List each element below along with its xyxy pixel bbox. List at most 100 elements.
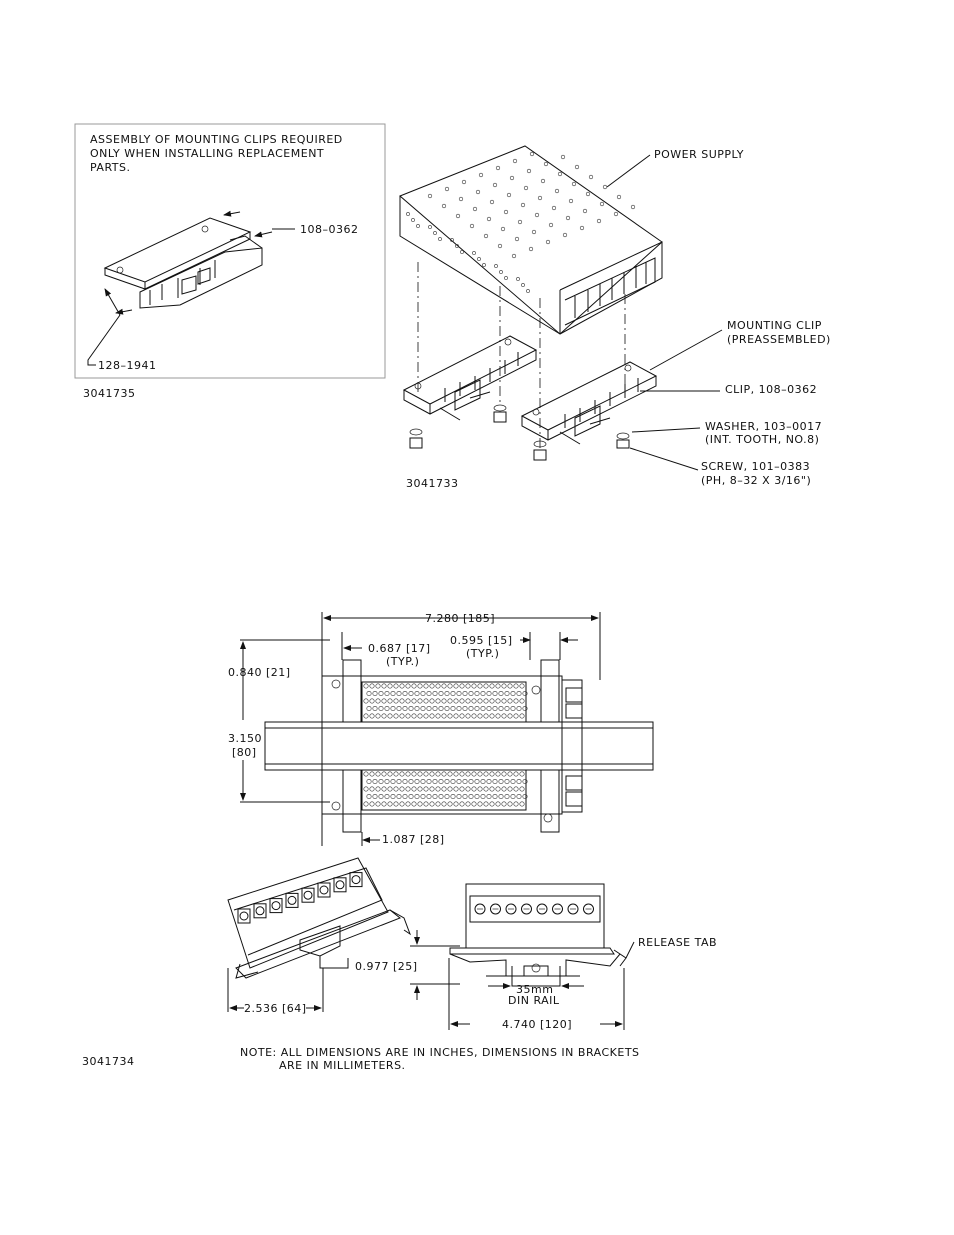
vent-hole — [459, 698, 465, 704]
screw-spec: (PH, 8–32 X 3/16") — [701, 474, 811, 487]
bottom-drawing-number: 3041734 — [82, 1055, 135, 1068]
vent-hole — [420, 690, 426, 696]
vent-hole — [471, 786, 477, 792]
vent-hole — [529, 151, 535, 157]
terminal-screw — [287, 895, 297, 905]
vent-hole — [441, 683, 447, 689]
vent-hole — [522, 778, 528, 784]
vent-hole — [381, 771, 387, 777]
vent-hole — [369, 698, 375, 704]
vent-hole — [427, 193, 433, 199]
vent-hole — [483, 698, 489, 704]
vent-hole — [477, 683, 483, 689]
vent-hole — [519, 771, 525, 777]
vent-hole — [372, 690, 378, 696]
callout-leaders — [629, 329, 723, 471]
vent-hole — [381, 698, 387, 704]
left-mounting-clip — [402, 335, 538, 421]
vent-hole — [378, 778, 384, 784]
vent-hole — [433, 231, 437, 235]
vent-hole — [411, 683, 417, 689]
vent-hole — [519, 683, 525, 689]
vent-hole — [429, 698, 435, 704]
vent-hole — [495, 683, 501, 689]
terminal-cell — [269, 898, 283, 914]
vent-hole — [468, 793, 474, 799]
vent-hole — [519, 801, 525, 807]
vent-hole — [366, 793, 372, 799]
vent-hole — [495, 771, 501, 777]
vent-hole — [441, 698, 447, 704]
vent-hole — [498, 793, 504, 799]
vent-hole — [471, 801, 477, 807]
inset-clip-drawing — [87, 210, 295, 366]
vent-hole — [465, 801, 471, 807]
vent-hole — [405, 683, 411, 689]
terminal-screw — [567, 903, 579, 915]
vent-hole — [480, 705, 486, 711]
vent-hole — [460, 250, 464, 254]
vent-hole — [372, 705, 378, 711]
vent-hole — [363, 683, 369, 689]
vent-hole — [435, 801, 441, 807]
vent-hole — [420, 705, 426, 711]
vent-hole — [396, 705, 402, 711]
vent-hole — [402, 793, 408, 799]
vent-hole — [531, 229, 537, 235]
vent-hole — [408, 705, 414, 711]
vent-hole — [441, 713, 447, 719]
inset-part-128-1941: 128–1941 — [98, 359, 157, 372]
dim-end-width: 4.740 [120] — [502, 1018, 572, 1031]
vent-hole — [588, 174, 594, 180]
vent-hole — [516, 690, 522, 696]
vent-hole — [453, 786, 459, 792]
dim-top-height: 0.840 [21] — [228, 666, 291, 679]
vent-hole — [480, 793, 486, 799]
vent-hole — [438, 778, 444, 784]
vent-hole — [372, 793, 378, 799]
vent-hole — [426, 793, 432, 799]
tilted-side-view — [227, 857, 412, 1012]
vent-hole — [456, 778, 462, 784]
washer-label: WASHER, 103–0017 — [705, 420, 822, 433]
vent-hole — [453, 698, 459, 704]
vent-hole — [381, 786, 387, 792]
vent-hole — [504, 690, 510, 696]
vent-hole — [387, 713, 393, 719]
vent-hole — [498, 778, 504, 784]
vent-hole — [405, 698, 411, 704]
vent-hole — [453, 771, 459, 777]
vent-hole — [489, 786, 495, 792]
vent-hole — [462, 690, 468, 696]
vent-hole — [423, 713, 429, 719]
vent-hole — [498, 705, 504, 711]
vent-hole — [459, 786, 465, 792]
vent-hole — [501, 698, 507, 704]
vent-hole — [390, 690, 396, 696]
vent-hole — [468, 705, 474, 711]
vent-hole — [557, 171, 563, 177]
vent-hole — [474, 793, 480, 799]
vent-hole — [507, 698, 513, 704]
top-vent-holes — [363, 683, 528, 807]
vent-hole — [537, 195, 543, 201]
vent-hole — [453, 683, 459, 689]
vent-hole — [498, 690, 504, 696]
vent-hole — [585, 191, 591, 197]
vent-hole — [602, 184, 608, 190]
vent-hole — [565, 215, 571, 221]
vent-hole — [523, 185, 529, 191]
vent-hole — [447, 786, 453, 792]
vent-hole — [438, 690, 444, 696]
vent-hole — [501, 713, 507, 719]
vent-hole — [372, 778, 378, 784]
vent-hole — [513, 698, 519, 704]
vent-hole — [494, 264, 498, 268]
vent-hole — [375, 713, 381, 719]
vent-hole — [492, 793, 498, 799]
vent-hole — [456, 690, 462, 696]
vent-hole — [478, 172, 484, 178]
vent-hole — [514, 236, 520, 242]
vent-hole — [447, 801, 453, 807]
vent-hole — [599, 201, 605, 207]
